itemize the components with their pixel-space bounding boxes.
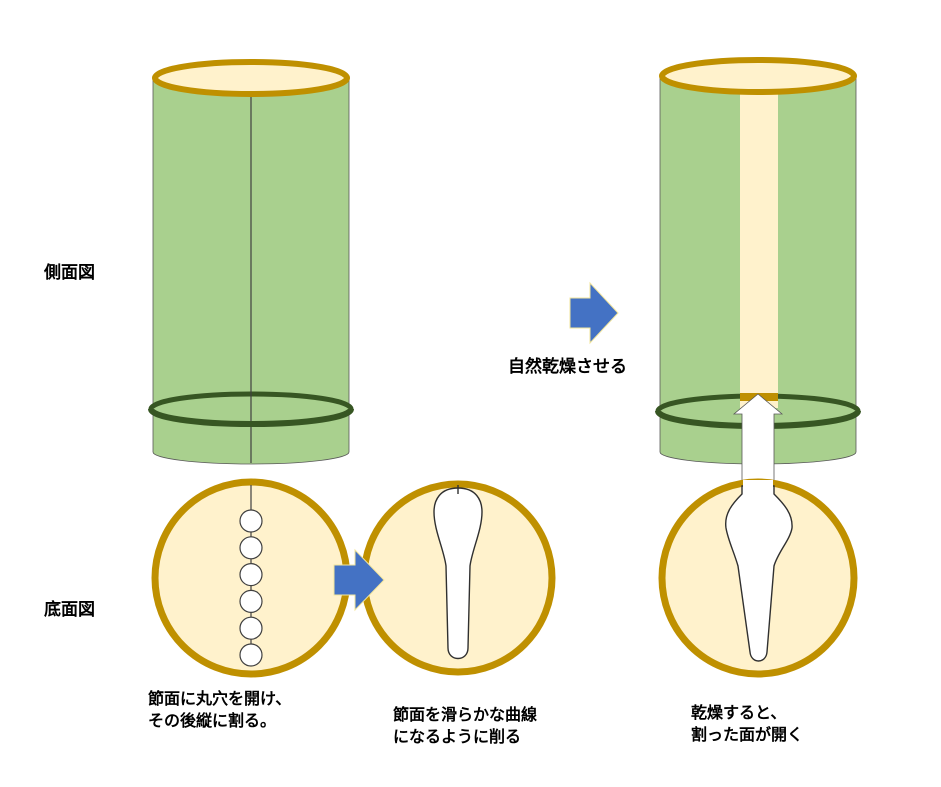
caption-line: 割った面が開く (691, 725, 804, 744)
opened-split (725, 485, 793, 662)
natural-drying-label: 自然乾燥させる (508, 357, 627, 377)
round-hole (239, 616, 263, 640)
bottom-view-label: 底面図 (44, 600, 95, 620)
cylinder-before-drying (148, 59, 354, 465)
carved-slot (433, 487, 483, 660)
cylinder-after-drying (655, 57, 861, 494)
opened-gap (740, 86, 778, 408)
round-hole (239, 509, 263, 533)
step3-caption: 乾燥すると、 割った面が開く (691, 702, 803, 746)
side-view-label: 側面図 (44, 263, 95, 283)
right-arrow-icon (569, 281, 619, 345)
caption-line: 乾燥すると、 (691, 703, 787, 722)
connector-up-arrow (734, 394, 782, 494)
caption-line: になるように削る (393, 727, 522, 746)
caption-line: 節面を滑らかな曲線 (393, 705, 538, 724)
top-rim (152, 59, 350, 97)
round-hole (239, 536, 263, 560)
step2-caption: 節面を滑らかな曲線 になるように削る (393, 704, 537, 748)
caption-line: その後縦に割る。 (148, 711, 277, 730)
round-hole (239, 589, 263, 614)
right-arrow-icon (333, 548, 385, 612)
bottom-view-step3 (658, 478, 858, 678)
round-hole (239, 643, 263, 667)
node-ring-front (148, 408, 354, 427)
round-hole (239, 562, 263, 587)
caption-line: 節面に丸穴を開け、 (148, 689, 292, 708)
step1-caption: 節面に丸穴を開け、 その後縦に割る。 (148, 688, 291, 732)
connector-up-arrow-outline (732, 393, 784, 494)
gap-cover (743, 480, 773, 496)
bottom-view-step1 (151, 478, 351, 678)
bottom-view-step2 (360, 480, 556, 676)
top-rim (659, 57, 857, 95)
round-holes (239, 509, 263, 667)
